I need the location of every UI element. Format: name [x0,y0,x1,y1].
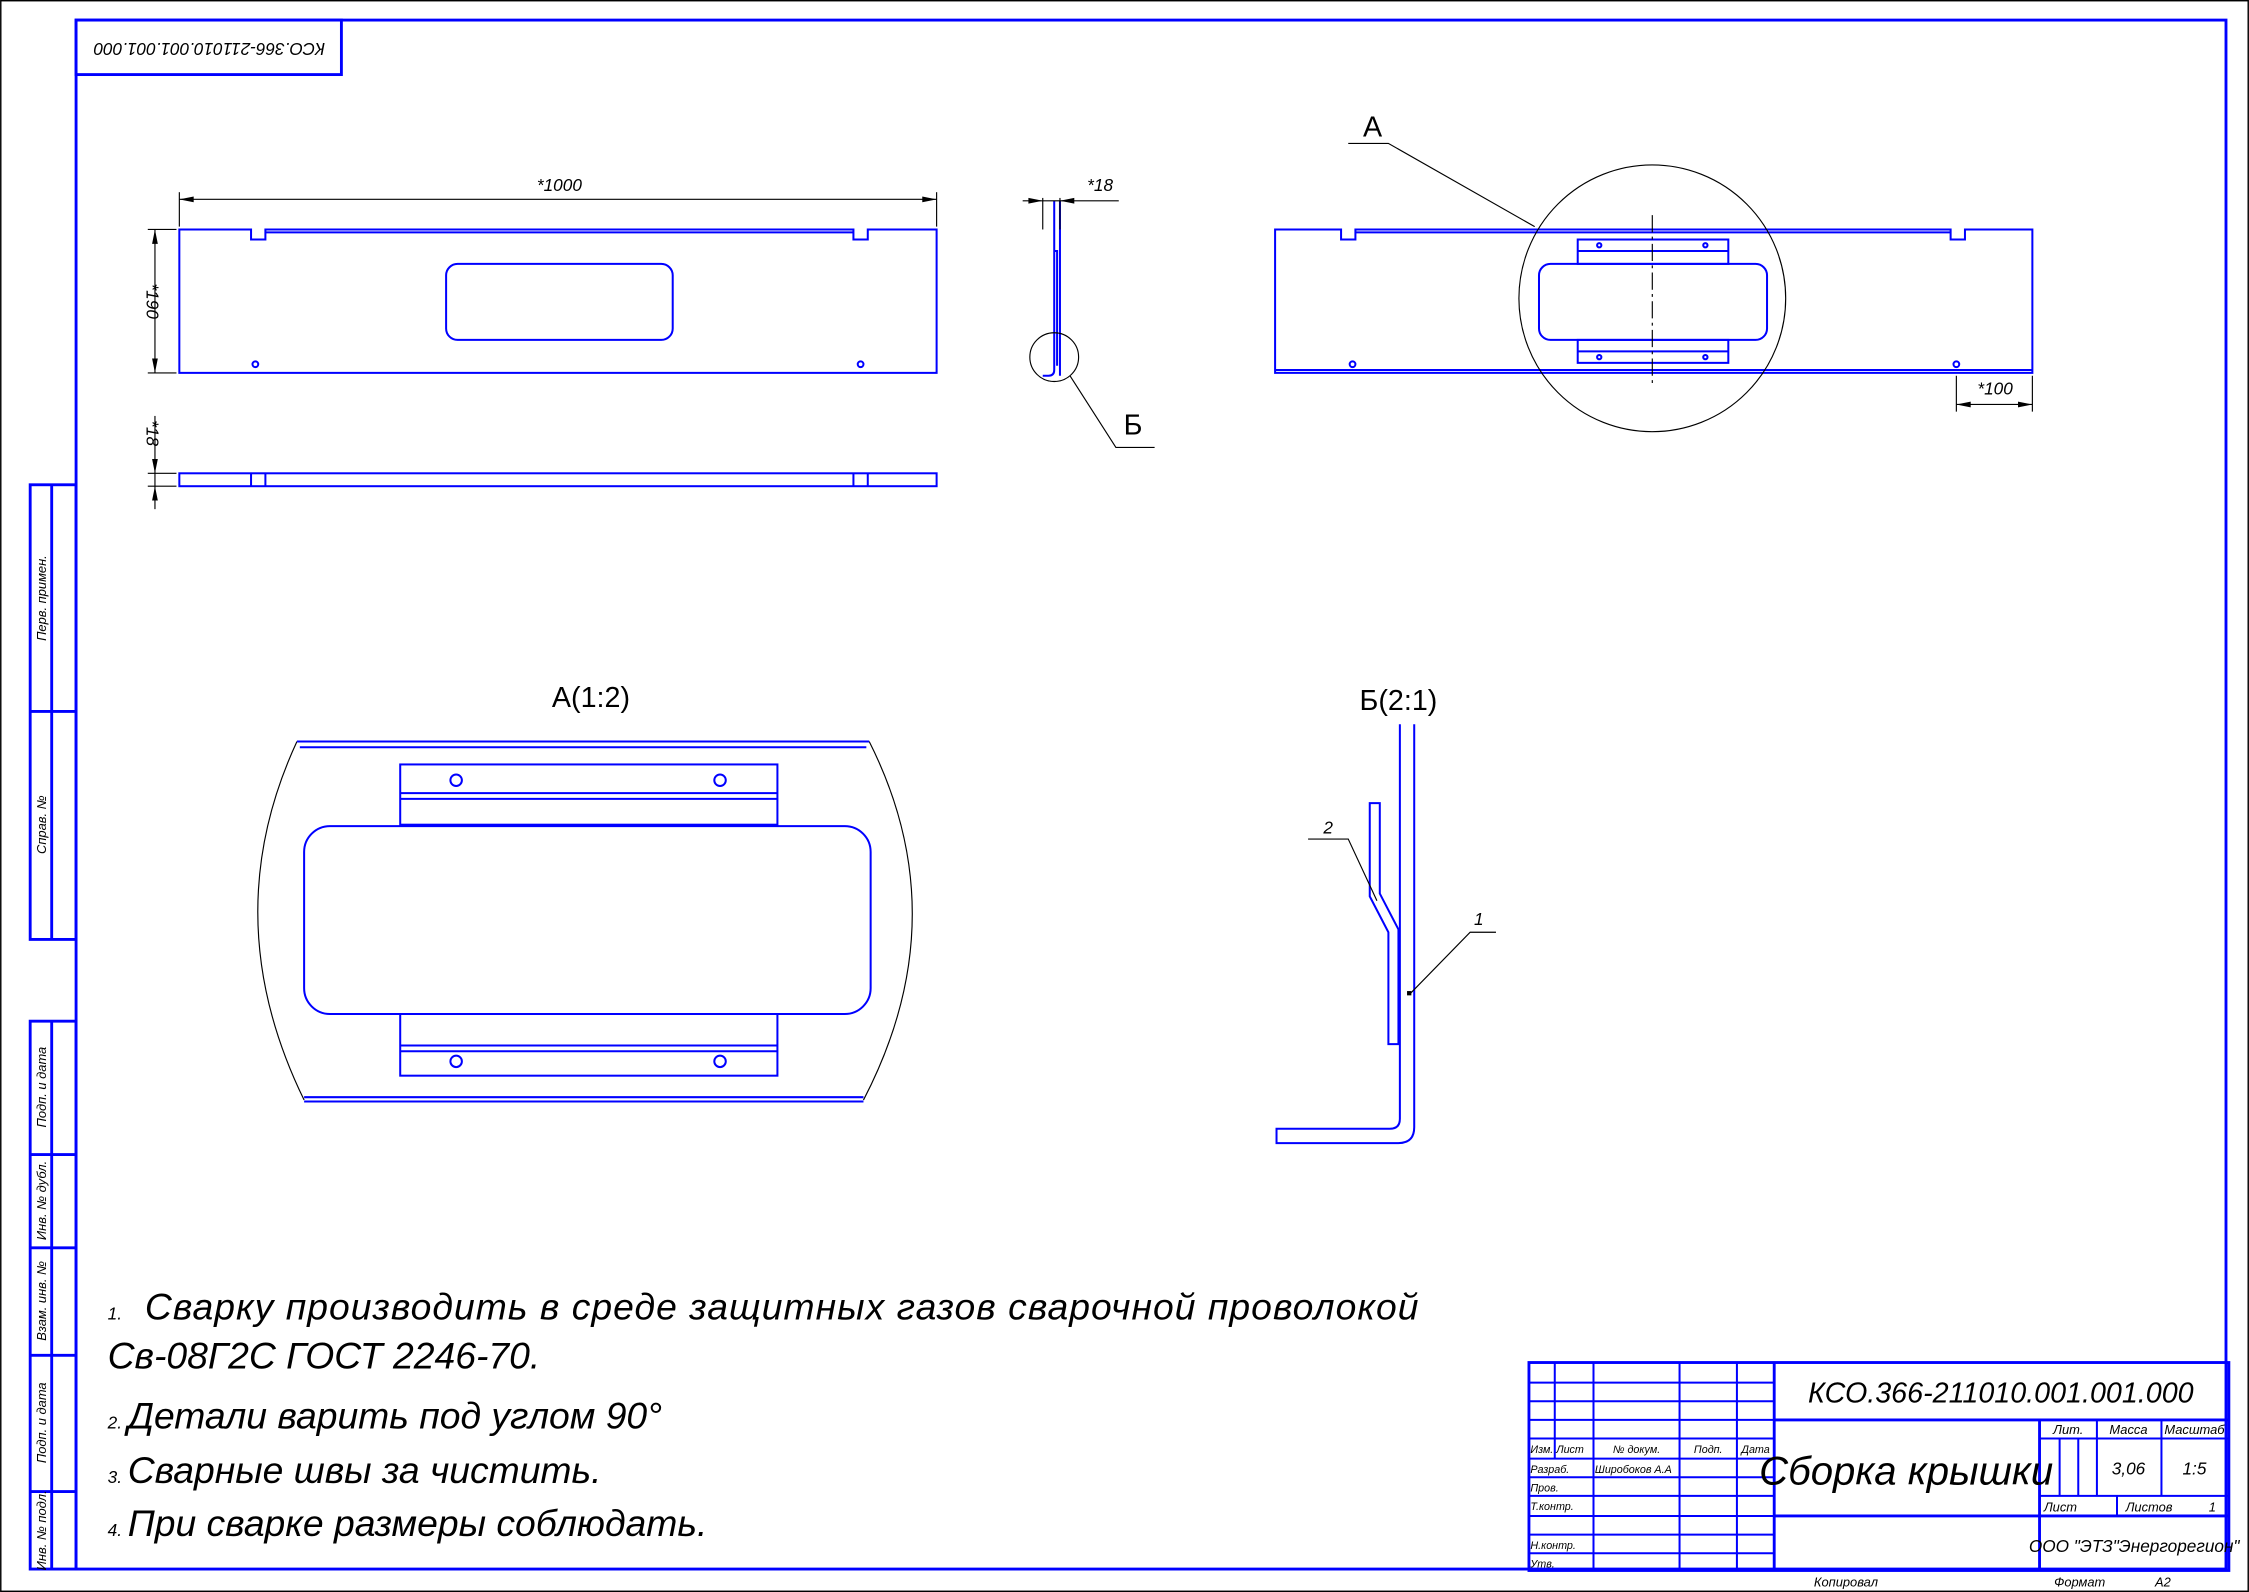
detail-b: Б(2:1) 2 1 [1275,685,1496,1145]
technical-notes: 1. Сварку производить в среде защитных г… [107,1285,1419,1544]
front-view-detail: А *100 [1274,111,2034,433]
sheet-label: Лист [2043,1500,2077,1515]
drawing-name: Сборка крышки [1759,1448,2053,1493]
sheets-label: Листов [2125,1500,2173,1515]
header-izm: Изм. [1530,1444,1553,1456]
detail-a: А(1:2) [257,682,913,1103]
mass-label: Масса [2109,1422,2147,1437]
role-norm-control: Н.контр. [1530,1540,1576,1552]
header-sign: Подп. [1694,1444,1723,1456]
format-value: А2 [2154,1574,2171,1589]
dimension-thickness: *18 [142,420,162,446]
header-list: Лист [1555,1444,1584,1456]
scale-label: Масштаб [2164,1422,2225,1437]
detail-a-title: А(1:2) [552,682,630,714]
dimension-side-thickness: *18 [1087,175,1113,195]
sheets-count: 1 [2209,1500,2216,1515]
role-tech-control: Т.контр. [1530,1501,1573,1513]
scale-value: 1:5 [2182,1458,2206,1478]
note-number: 1. [108,1303,122,1323]
note-number: 3. [108,1467,122,1487]
detail-b-title: Б(2:1) [1360,685,1438,717]
top-view: *18 [142,415,938,510]
strip-label: Взам. инв. № [34,1261,49,1341]
strip-label: Подп. и дата [34,1382,49,1463]
mass-value: 3,06 [2112,1458,2146,1478]
strip-label: Инв. № дубл. [34,1161,49,1240]
header-doc: № докум. [1613,1444,1660,1456]
copied-label: Копировал [1814,1574,1878,1589]
organization: ООО "ЭТЗ"Энергорегион" [2029,1536,2241,1556]
strip-label: Перв. примен. [34,555,49,641]
role-approved: Утв. [1529,1559,1554,1571]
strip-label: Справ. № [34,795,49,854]
dimension-offset: *100 [1977,378,2013,398]
note-text: Св-08Г2С ГОСТ 2246-70. [108,1334,541,1376]
note-text: Сварку производить в среде защитных газо… [145,1285,1419,1327]
role-checker: Пров. [1530,1483,1558,1495]
header-date: Дата [1740,1444,1769,1456]
stamp-designation: КСО.366-211010.001.001.000 [93,39,325,59]
strip-label: Подп. и дата [34,1047,49,1128]
designation: КСО.366-211010.001.001.000 [1808,1378,2194,1410]
top-stamp: КСО.366-211010.001.001.000 [74,18,343,77]
lit-label: Лит. [2052,1422,2083,1437]
developer-name: Широбоков А.А [1595,1464,1672,1476]
position-2: 2 [1322,817,1333,837]
front-view: *1000 *190 [142,175,938,374]
callout-a: А [1363,111,1383,143]
position-1: 1 [1474,909,1484,929]
dimension-height: *190 [142,283,162,319]
callout-b: Б [1124,410,1143,442]
note-text: При сварке размеры соблюдать. [128,1502,708,1544]
note-number: 4. [108,1520,122,1540]
strip-label: Инв. № подл. [34,1490,49,1570]
role-developer: Разраб. [1530,1464,1569,1476]
side-view: *18 Б [1022,175,1155,449]
note-number: 2. [107,1412,122,1432]
note-text: Сварные швы за чистить. [128,1449,602,1491]
left-strip: Перв. примен. Справ. № Подп. и дата Инв.… [28,483,78,1571]
note-text: Детали варить под углом 90° [124,1394,662,1436]
title-block: Изм. Лист № докум. Подп. Дата Разраб. Ши… [1527,1361,2241,1572]
format-label: Формат [2054,1574,2105,1589]
dimension-length: *1000 [537,175,582,195]
